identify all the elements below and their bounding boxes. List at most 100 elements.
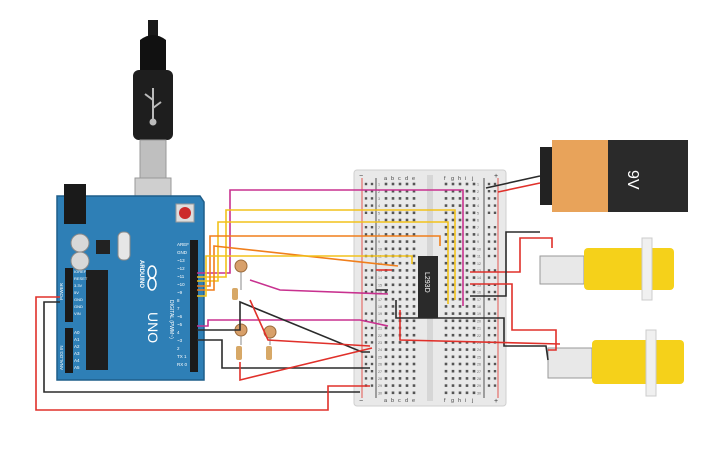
wire-yellow-2[interactable] <box>197 221 449 304</box>
rail-hole[interactable] <box>364 341 368 344</box>
breadboard-hole[interactable] <box>458 391 462 395</box>
rail-hole[interactable] <box>370 190 374 193</box>
breadboard-hole[interactable] <box>444 290 448 294</box>
breadboard-hole[interactable] <box>384 204 388 207</box>
breadboard-hole[interactable] <box>405 391 409 395</box>
breadboard-hole[interactable] <box>391 348 395 351</box>
breadboard-hole[interactable] <box>444 369 448 373</box>
rail-hole[interactable] <box>487 384 491 387</box>
breadboard-hole[interactable] <box>405 384 409 387</box>
breadboard-hole[interactable] <box>444 326 448 330</box>
breadboard-hole[interactable] <box>465 305 469 308</box>
breadboard-hole[interactable] <box>472 233 476 236</box>
breadboard-hole[interactable] <box>458 254 462 258</box>
breadboard-hole[interactable] <box>451 369 455 373</box>
rail-hole[interactable] <box>364 290 368 294</box>
rail-hole[interactable] <box>493 190 497 193</box>
breadboard-hole[interactable] <box>384 261 388 265</box>
breadboard-hole[interactable] <box>412 341 416 344</box>
breadboard-hole[interactable] <box>391 362 395 366</box>
breadboard-hole[interactable] <box>451 362 455 366</box>
breadboard-hole[interactable] <box>405 348 409 351</box>
breadboard-hole[interactable] <box>451 290 455 294</box>
dc-motor-1[interactable] <box>539 237 674 301</box>
breadboard-hole[interactable] <box>405 261 409 265</box>
rail-hole[interactable] <box>493 326 497 330</box>
rail-hole[interactable] <box>493 182 497 186</box>
breadboard-hole[interactable] <box>451 225 455 229</box>
breadboard-hole[interactable] <box>412 377 416 380</box>
breadboard-hole[interactable] <box>458 312 462 315</box>
breadboard-hole[interactable] <box>451 247 455 251</box>
breadboard-hole[interactable] <box>405 355 409 359</box>
breadboard-hole[interactable] <box>398 391 402 395</box>
breadboard-hole[interactable] <box>384 312 388 315</box>
rail-hole[interactable] <box>487 254 491 258</box>
rail-hole[interactable] <box>487 290 491 294</box>
breadboard-hole[interactable] <box>472 305 476 308</box>
rail-hole[interactable] <box>493 355 497 358</box>
breadboard-hole[interactable] <box>412 240 416 243</box>
breadboard-hole[interactable] <box>384 319 388 323</box>
breadboard-hole[interactable] <box>465 218 469 222</box>
breadboard-hole[interactable] <box>391 247 395 251</box>
l293d-chip[interactable]: L293D <box>418 256 438 318</box>
breadboard-hole[interactable] <box>458 240 462 243</box>
breadboard-hole[interactable] <box>398 355 402 359</box>
rail-hole[interactable] <box>493 370 497 373</box>
breadboard-hole[interactable] <box>444 182 448 186</box>
breadboard-hole[interactable] <box>458 182 462 186</box>
breadboard-hole[interactable] <box>398 261 402 265</box>
rail-hole[interactable] <box>487 233 491 236</box>
breadboard-hole[interactable] <box>458 341 462 344</box>
rail-hole[interactable] <box>493 269 497 272</box>
rail-hole[interactable] <box>493 362 497 366</box>
breadboard-hole[interactable] <box>391 290 395 294</box>
breadboard-hole[interactable] <box>444 218 448 222</box>
breadboard-hole[interactable] <box>384 197 388 200</box>
breadboard-hole[interactable] <box>412 182 416 186</box>
rail-hole[interactable] <box>487 319 491 322</box>
breadboard-hole[interactable] <box>412 218 416 222</box>
rail-hole[interactable] <box>370 319 374 322</box>
breadboard-hole[interactable] <box>458 276 462 279</box>
breadboard-hole[interactable] <box>444 211 448 215</box>
breadboard-hole[interactable] <box>405 341 409 344</box>
rail-hole[interactable] <box>493 211 497 214</box>
rail-hole[interactable] <box>370 240 374 243</box>
breadboard-hole[interactable] <box>412 369 416 373</box>
breadboard-hole[interactable] <box>458 305 462 308</box>
breadboard-hole[interactable] <box>444 341 448 344</box>
breadboard-hole[interactable] <box>451 269 455 272</box>
breadboard-hole[interactable] <box>412 312 416 315</box>
breadboard-hole[interactable] <box>465 240 469 243</box>
breadboard-hole[interactable] <box>444 261 448 265</box>
rail-hole[interactable] <box>493 247 497 250</box>
battery-9v[interactable]: 9V <box>540 140 688 212</box>
breadboard-hole[interactable] <box>412 204 416 207</box>
breadboard-hole[interactable] <box>472 197 476 200</box>
rail-hole[interactable] <box>487 247 491 250</box>
breadboard-hole[interactable] <box>458 384 462 387</box>
breadboard-hole[interactable] <box>472 225 476 229</box>
breadboard-hole[interactable] <box>405 369 409 373</box>
rail-hole[interactable] <box>487 312 491 315</box>
breadboard-hole[interactable] <box>465 355 469 359</box>
breadboard-hole[interactable] <box>405 247 409 251</box>
breadboard-hole[interactable] <box>444 377 448 380</box>
breadboard-hole[interactable] <box>391 240 395 243</box>
breadboard-hole[interactable] <box>391 197 395 200</box>
rail-hole[interactable] <box>364 312 368 315</box>
breadboard-hole[interactable] <box>412 384 416 387</box>
breadboard-hole[interactable] <box>472 247 476 251</box>
breadboard-hole[interactable] <box>451 197 455 200</box>
breadboard-hole[interactable] <box>405 290 409 294</box>
breadboard-hole[interactable] <box>451 341 455 344</box>
breadboard-hole[interactable] <box>405 269 409 272</box>
breadboard-hole[interactable] <box>458 326 462 330</box>
breadboard-hole[interactable] <box>472 240 476 243</box>
breadboard-hole[interactable] <box>465 377 469 380</box>
breadboard-hole[interactable] <box>398 305 402 308</box>
rail-hole[interactable] <box>487 226 491 229</box>
breadboard-hole[interactable] <box>391 283 395 287</box>
